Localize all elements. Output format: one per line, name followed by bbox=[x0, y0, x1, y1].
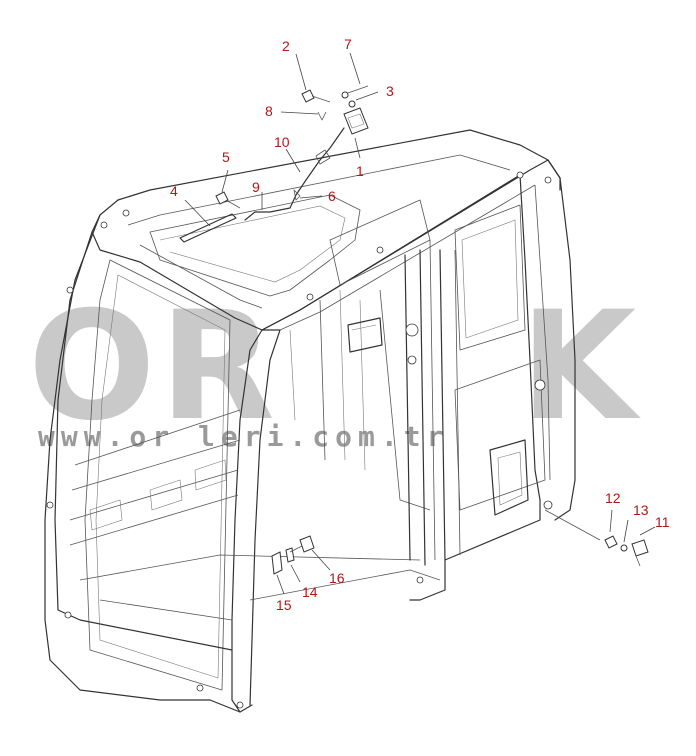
callout-label: 14 bbox=[302, 584, 318, 600]
part-6-clamp bbox=[293, 189, 301, 201]
part-11-bolt bbox=[631, 539, 649, 567]
callout-label: 6 bbox=[328, 188, 336, 204]
part-15-plate bbox=[271, 551, 283, 575]
cab-frame bbox=[44, 129, 576, 713]
part-16-bolt bbox=[289, 535, 315, 553]
callout-label: 12 bbox=[605, 490, 621, 506]
part-12-nut bbox=[604, 535, 618, 549]
callout-label: 7 bbox=[344, 36, 352, 52]
callout-label: 15 bbox=[276, 597, 292, 613]
callout-label: 2 bbox=[282, 38, 290, 54]
part-4-rod bbox=[179, 213, 237, 243]
callouts: 1 2 3 4 5 6 7 8 9 10 11 12 13 14 15 16 bbox=[170, 36, 670, 613]
callout-label: 4 bbox=[170, 183, 178, 199]
callout-label: 5 bbox=[222, 149, 230, 165]
callout-label: 9 bbox=[252, 179, 260, 195]
callout-label: 3 bbox=[386, 83, 394, 99]
callout-label: 13 bbox=[633, 502, 649, 518]
part-14-washer bbox=[285, 547, 295, 563]
watermark-brand-tail: K bbox=[520, 280, 641, 454]
callout-label: 11 bbox=[655, 514, 670, 530]
part-9-cable bbox=[244, 207, 291, 221]
watermark: OR K www.or leri.com.tr bbox=[28, 280, 641, 454]
part-1-box bbox=[343, 107, 369, 135]
part-13-washer bbox=[620, 544, 628, 552]
callout-label: 8 bbox=[265, 103, 273, 119]
callout-label: 10 bbox=[274, 134, 290, 150]
part-3-washer bbox=[348, 100, 356, 108]
part-10-harness bbox=[289, 127, 345, 209]
watermark-url: www.or leri.com.tr bbox=[38, 420, 449, 453]
part-8-clip bbox=[317, 111, 327, 121]
callout-label: 16 bbox=[329, 570, 345, 586]
part-5-bolt bbox=[215, 191, 241, 209]
parts bbox=[179, 85, 649, 575]
part-7-bolt bbox=[341, 85, 369, 99]
callout-label: 1 bbox=[356, 163, 364, 179]
part-2-bolt bbox=[301, 89, 331, 103]
